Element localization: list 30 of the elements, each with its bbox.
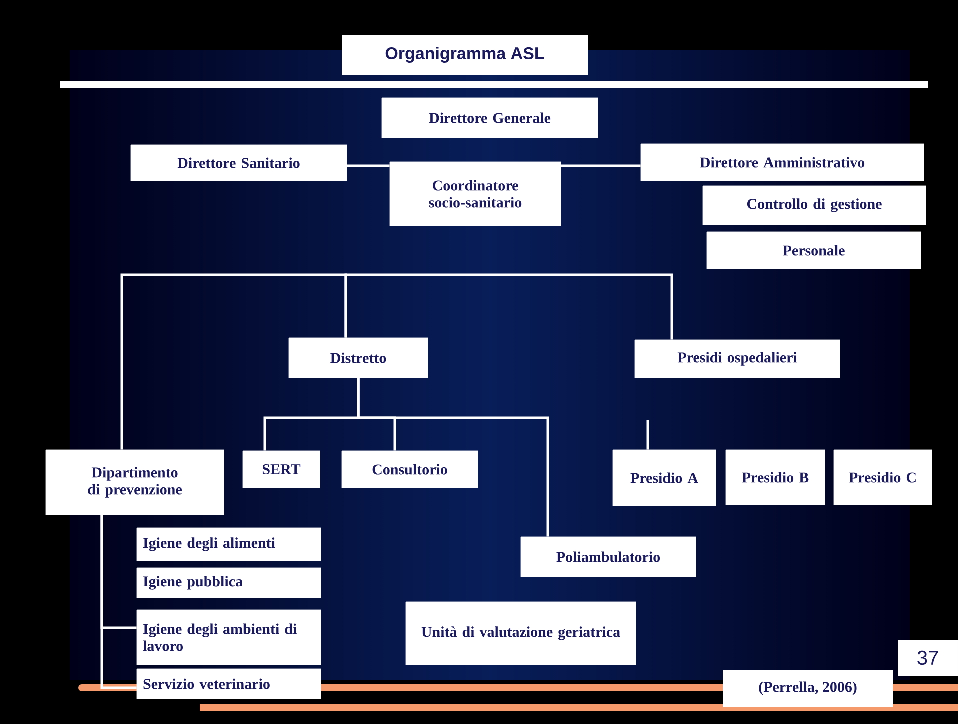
org-box: SERT	[242, 450, 320, 488]
org-box: Controllo di gestione	[702, 186, 926, 226]
org-box: Presidio B	[726, 450, 826, 506]
org-box: Direttore Generale	[382, 98, 598, 138]
org-box: Distretto	[288, 338, 428, 378]
org-box: Igiene pubblica	[136, 568, 322, 598]
org-box: Igiene degli alimenti	[136, 528, 322, 562]
page-number: 37	[898, 640, 958, 676]
org-box: Coordinatore socio-sanitario	[390, 162, 562, 226]
org-box: Personale	[706, 232, 922, 270]
citation-label: (Perrella, 2006)	[723, 670, 893, 707]
org-box: Presidi ospedalieri	[634, 340, 840, 378]
org-box: Unità di valutazione geriatrica	[406, 602, 636, 666]
org-box: Direttore Amministrativo	[640, 144, 924, 182]
connector-line	[646, 420, 650, 450]
connector-line	[357, 378, 550, 537]
connector-line	[561, 164, 641, 168]
org-box: Consultorio	[342, 450, 478, 488]
org-box: Poliambulatorio	[520, 536, 696, 578]
org-box: Igiene degli ambienti di lavoro	[136, 610, 322, 666]
org-box: Presidio A	[612, 450, 716, 506]
title-box: Organigramma ASL	[342, 35, 588, 75]
connector-line	[347, 164, 390, 168]
connector-line	[120, 274, 348, 450]
org-box: Presidio C	[834, 450, 932, 506]
org-box: Dipartimento di prevenzione	[46, 450, 224, 516]
connector-line	[100, 515, 137, 690]
org-box: Servizio veterinario	[136, 668, 322, 700]
connector-line	[344, 274, 674, 340]
org-box: Direttore Sanitario	[130, 144, 348, 182]
